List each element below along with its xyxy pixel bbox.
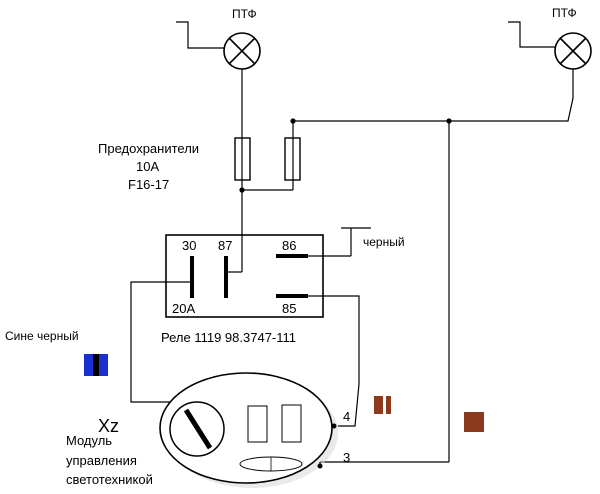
relay-pin-30: 30 [182, 238, 196, 253]
fuses-rating: 10А [136, 159, 159, 174]
lamp-left: ПТФ [176, 7, 261, 70]
relay: 30 87 86 85 20А [165, 234, 324, 318]
module-label-line3: светотехникой [66, 472, 153, 487]
module-label-line2: управления [66, 453, 137, 468]
ground-left-lamp [176, 21, 226, 49]
module-label-line1: Модуль [66, 433, 112, 448]
lamp-right-label: ПТФ [552, 6, 577, 20]
light-control-module [159, 372, 338, 488]
wire-86-color: черный [363, 235, 405, 249]
relay-pin-86: 86 [282, 238, 296, 253]
lamp-wires [241, 69, 574, 463]
blue-black-swatch [84, 354, 108, 376]
wire-30-to-module [130, 281, 172, 403]
lamp-left-label: ПТФ [232, 7, 257, 21]
lamp-right: ПТФ [508, 6, 592, 70]
terminal-3-label: 3 [343, 450, 350, 465]
wire-86-ground [323, 227, 371, 257]
lamp-cross-icon [223, 32, 261, 70]
module-slot-right [281, 404, 302, 443]
connector-xz: Xz [98, 416, 119, 436]
fuse-icon [234, 137, 251, 181]
lamp-cross-icon [554, 32, 592, 70]
brown-swatch [464, 412, 484, 432]
relay-pin-85: 85 [282, 301, 296, 316]
fuses-title: Предохранители [98, 141, 199, 156]
module-terminal-4 [331, 423, 337, 429]
ground-right-lamp [508, 21, 555, 48]
fuse-icon [284, 137, 301, 181]
relay-name: Реле 1119 98.3747-111 [161, 330, 296, 345]
brown-swatch-double [374, 396, 391, 414]
fuse-link-wires [239, 180, 294, 235]
relay-pin-20a: 20А [172, 301, 195, 316]
terminal-4-label: 4 [343, 409, 350, 424]
wire-85-to-terminal-4 [323, 295, 360, 427]
relay-pin-87: 87 [218, 238, 232, 253]
module-slot-left [247, 405, 268, 443]
ignition-key-icon [169, 401, 225, 457]
wire-blue-black-label: Сине черный [5, 329, 79, 343]
fuses-ids: F16-17 [128, 177, 169, 192]
